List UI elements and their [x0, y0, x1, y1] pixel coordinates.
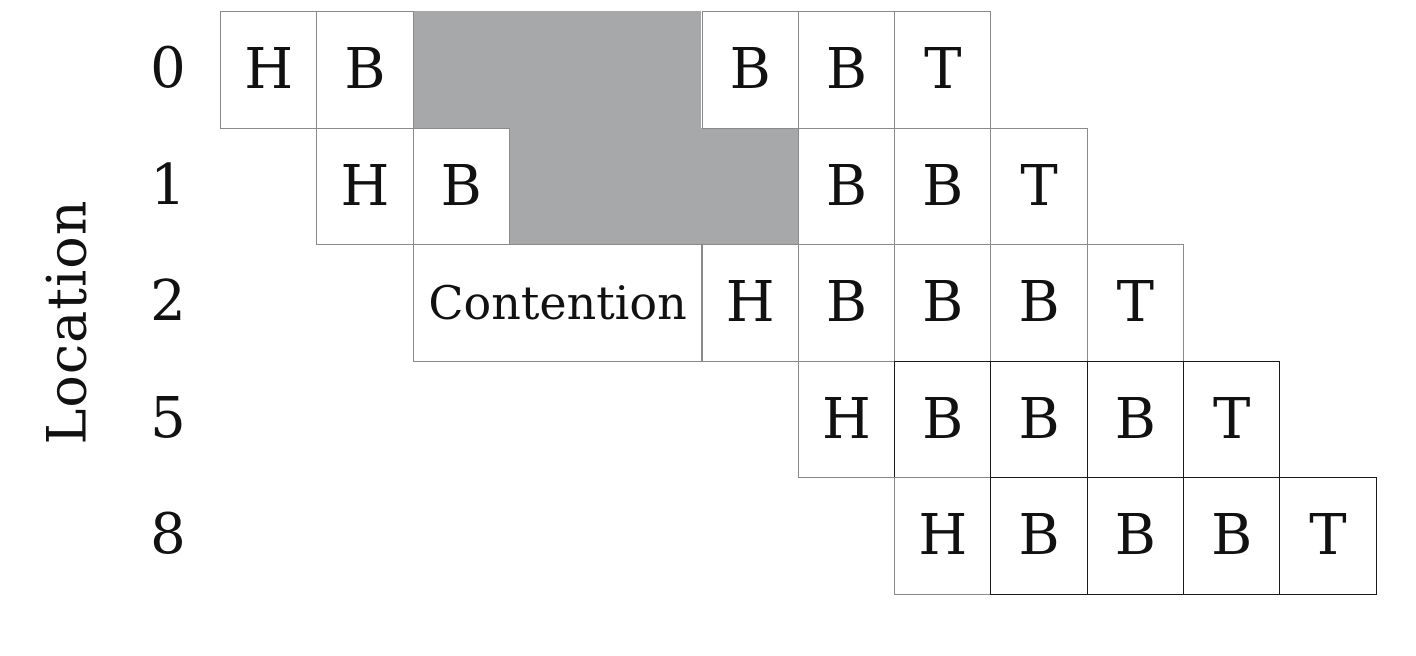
row-label: 8	[150, 502, 186, 567]
stage-cell-body: B	[1086, 477, 1184, 595]
stage-cell-tail: T	[894, 11, 992, 129]
stage-cell-body: B	[1086, 360, 1184, 478]
stage-cell-tail: T	[990, 127, 1088, 245]
stage-cell-body: B	[894, 244, 992, 362]
stage-cell-body: B	[412, 127, 510, 245]
stage-cell-head: H	[316, 127, 414, 245]
stage-cell-body: B	[990, 244, 1088, 362]
stage-cell-body: B	[797, 244, 896, 362]
stage-cell-contention: Contention	[412, 244, 703, 362]
stage-cell-body: B	[894, 127, 992, 245]
y-axis-label: Location	[35, 199, 99, 445]
stage-cell-body: B	[797, 127, 896, 245]
stage-cell-head: H	[797, 360, 896, 478]
row-label: 1	[150, 152, 186, 218]
stage-cell-body: B	[316, 11, 414, 129]
stage-cell-body: B	[701, 11, 799, 129]
row-label: 5	[150, 385, 186, 451]
stage-cell-body: B	[990, 477, 1088, 595]
stage-cell-body: B	[797, 11, 896, 129]
stage-cell-tail: T	[1086, 244, 1184, 362]
stage-cell-tail: T	[1183, 360, 1281, 478]
stage-cell-body: B	[1183, 477, 1281, 595]
stage-cell-tail: T	[1279, 477, 1377, 595]
stage-cell-body: B	[990, 360, 1088, 478]
stall-region	[508, 127, 798, 244]
row-label: 0	[150, 36, 186, 101]
stall-region	[412, 11, 702, 128]
stage-cell-head: H	[701, 244, 799, 362]
stage-cell-body: B	[894, 360, 992, 478]
stage-cell-head: H	[220, 11, 318, 129]
stage-cell-head: H	[894, 477, 992, 595]
row-label: 2	[150, 269, 186, 334]
